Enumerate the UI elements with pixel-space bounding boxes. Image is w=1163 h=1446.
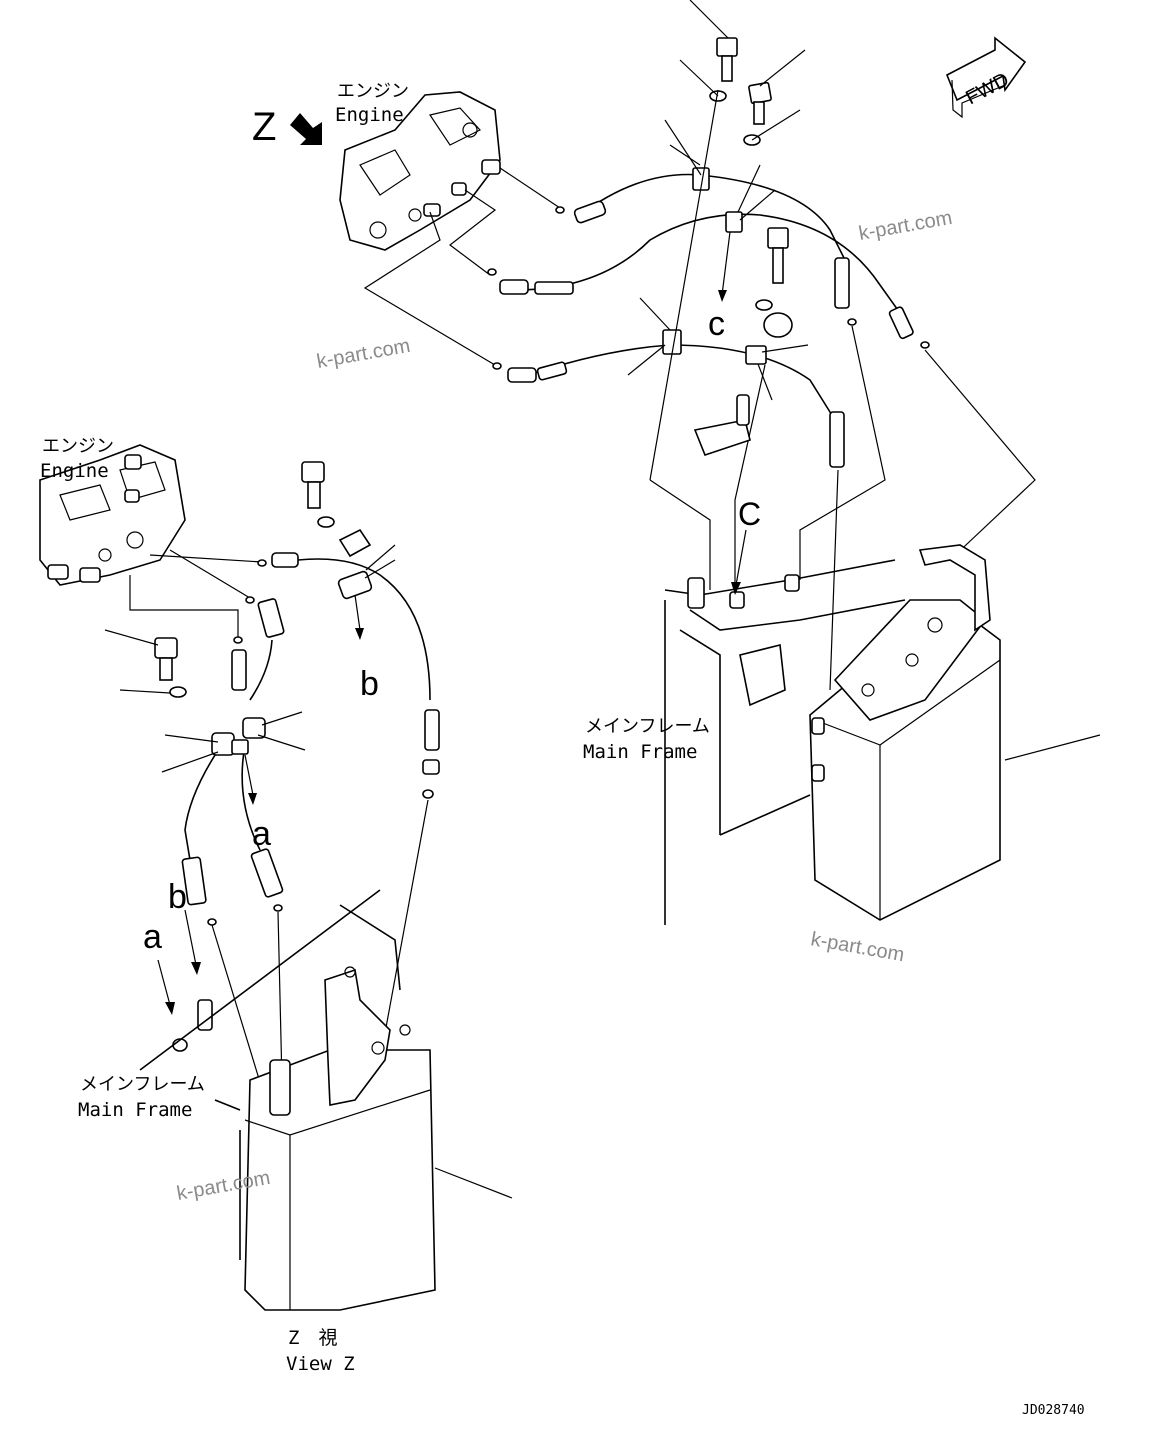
engine-jp-label-upper: エンジン: [337, 81, 409, 102]
ref-a-upper-label: a: [252, 815, 271, 853]
engine-jp-label-lower: エンジン: [42, 436, 114, 457]
z-marker-label: Z: [252, 105, 276, 149]
main-frame-left: [139, 889, 401, 1260]
main-frame-en-label-left: Main Frame: [78, 1099, 192, 1121]
ref-b-upper-label: b: [360, 665, 379, 703]
main-frame-jp-label-right: メインフレーム: [585, 716, 710, 737]
main-frame-right: [664, 559, 906, 925]
watermark-3: k-part.com: [809, 928, 906, 966]
fuel-tank-left: [244, 966, 513, 1311]
ref-a-lower-label: a: [143, 918, 162, 956]
ref-c-upper-label: c: [708, 305, 725, 343]
ref-c-lower-label: C: [738, 496, 761, 532]
ref-b-lower-label: b: [168, 878, 187, 916]
view-en-label: View Z: [286, 1353, 355, 1375]
forward-direction-arrow: FWD: [945, 36, 1027, 119]
main-frame-en-label-right: Main Frame: [583, 741, 697, 763]
upper-engine-valve-block: [339, 91, 501, 251]
lower-engine-valve-block: [39, 444, 186, 586]
z-view-arrow: [290, 113, 322, 145]
watermark-2: k-part.com: [315, 335, 412, 373]
engine-en-label-upper: Engine: [335, 104, 404, 126]
view-jp-label: Z 視: [288, 1327, 337, 1349]
fuel-tank-right: [809, 544, 1101, 921]
main-frame-jp-label-left: メインフレーム: [80, 1074, 205, 1095]
watermark-1: k-part.com: [857, 207, 954, 245]
drawing-code: JD028740: [1022, 1403, 1085, 1418]
engine-en-label-lower: Engine: [40, 460, 109, 482]
